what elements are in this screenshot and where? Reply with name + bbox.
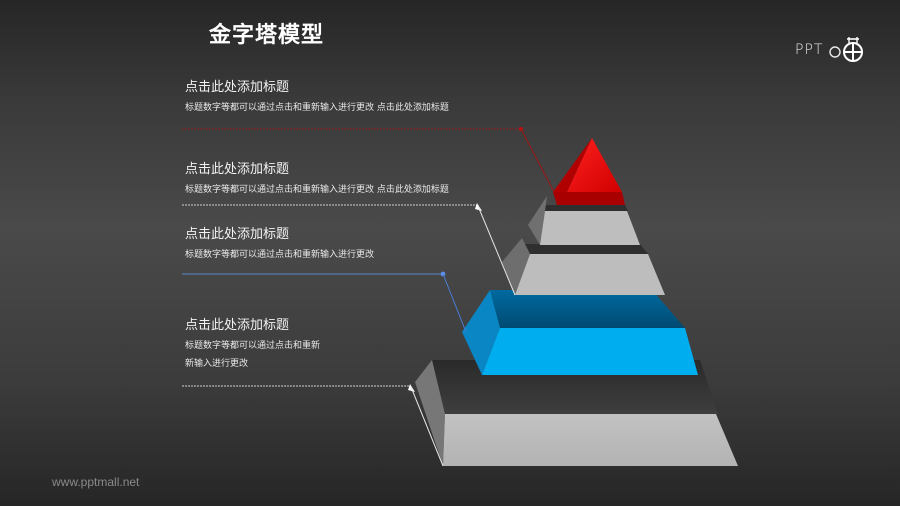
pyramid-label-2[interactable]: 点击此处添加标题 标题数字等都可以通过点击和重新输入进行更改 点击此处添加标题 <box>185 161 449 199</box>
logo-text: PPT <box>795 42 824 58</box>
pyramid-layer-gray-base <box>415 360 738 466</box>
connector-line-3 <box>182 271 467 333</box>
item-title[interactable]: 点击此处添加标题 <box>185 162 290 177</box>
connector-line-1 <box>182 127 555 193</box>
pyramid-layer-blue <box>462 290 698 375</box>
item-title[interactable]: 点击此处添加标题 <box>185 318 290 333</box>
pyramid-label-4[interactable]: 点击此处添加标题 标题数字等都可以通过点击和重新 新输入进行更改 <box>185 317 320 373</box>
pyramid-layer-red-apex <box>553 138 625 205</box>
ppt-tower-logo-icon <box>829 37 864 62</box>
pyramid-label-3[interactable]: 点击此处添加标题 标题数字等都可以通过点击和重新输入进行更改 <box>185 226 374 264</box>
item-description[interactable]: 标题数字等都可以通过点击和重新输入进行更改 点击此处添加标题 <box>185 103 449 113</box>
item-title[interactable]: 点击此处添加标题 <box>185 80 290 95</box>
item-description[interactable]: 标题数字等都可以通过点击和重新 <box>185 341 321 351</box>
pyramid-layer-gray-2 <box>528 196 640 245</box>
footer-url: www.pptmall.net <box>52 475 140 489</box>
pyramid-layer-gray-3 <box>502 238 665 295</box>
brand-logo: PPT <box>795 36 865 64</box>
connector-line-4 <box>182 384 444 467</box>
page-title: 金字塔模型 <box>209 23 325 48</box>
pyramid-label-1[interactable]: 点击此处添加标题 标题数字等都可以通过点击和重新输入进行更改 点击此处添加标题 <box>185 79 449 117</box>
item-description[interactable]: 标题数字等都可以通过点击和重新输入进行更改 点击此处添加标题 <box>185 185 449 195</box>
item-title[interactable]: 点击此处添加标题 <box>185 227 290 242</box>
connector-line-2 <box>182 203 516 296</box>
item-description[interactable]: 标题数字等都可以通过点击和重新输入进行更改 <box>185 250 375 260</box>
item-description-line-2[interactable]: 新输入进行更改 <box>185 359 249 369</box>
